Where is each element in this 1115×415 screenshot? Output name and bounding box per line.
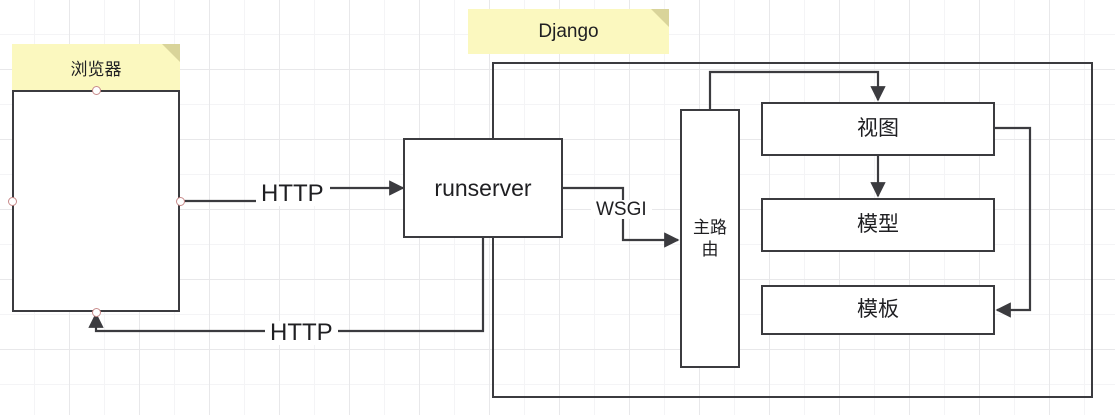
node-view-label: 视图 <box>857 116 899 140</box>
edge-label-http-request: HTTP <box>256 182 329 206</box>
node-router-label: 主路 由 <box>693 218 727 259</box>
resize-handle-right[interactable] <box>175 196 185 206</box>
resize-handle-bottom[interactable] <box>91 307 101 317</box>
browser-note-label: 浏览器 <box>70 59 122 79</box>
note-fold-icon <box>651 9 669 27</box>
node-router[interactable]: 主路 由 <box>680 109 740 368</box>
resize-handle-top[interactable] <box>91 85 101 95</box>
node-template-label: 模板 <box>857 297 899 321</box>
django-note[interactable]: Django <box>468 9 669 54</box>
node-runserver[interactable]: runserver <box>403 138 563 238</box>
node-view[interactable]: 视图 <box>761 102 995 156</box>
edge-label-wsgi: WSGI <box>591 200 652 219</box>
django-note-label: Django <box>538 20 599 42</box>
node-runserver-label: runserver <box>434 174 532 201</box>
browser-frame-box[interactable] <box>12 90 180 312</box>
browser-note[interactable]: 浏览器 <box>12 44 180 90</box>
node-model-label: 模型 <box>857 212 899 236</box>
resize-handle-left[interactable] <box>7 196 17 206</box>
node-model[interactable]: 模型 <box>761 198 995 252</box>
edge-label-http-response: HTTP <box>265 321 338 345</box>
note-fold-icon <box>162 44 180 62</box>
node-template[interactable]: 模板 <box>761 285 995 335</box>
